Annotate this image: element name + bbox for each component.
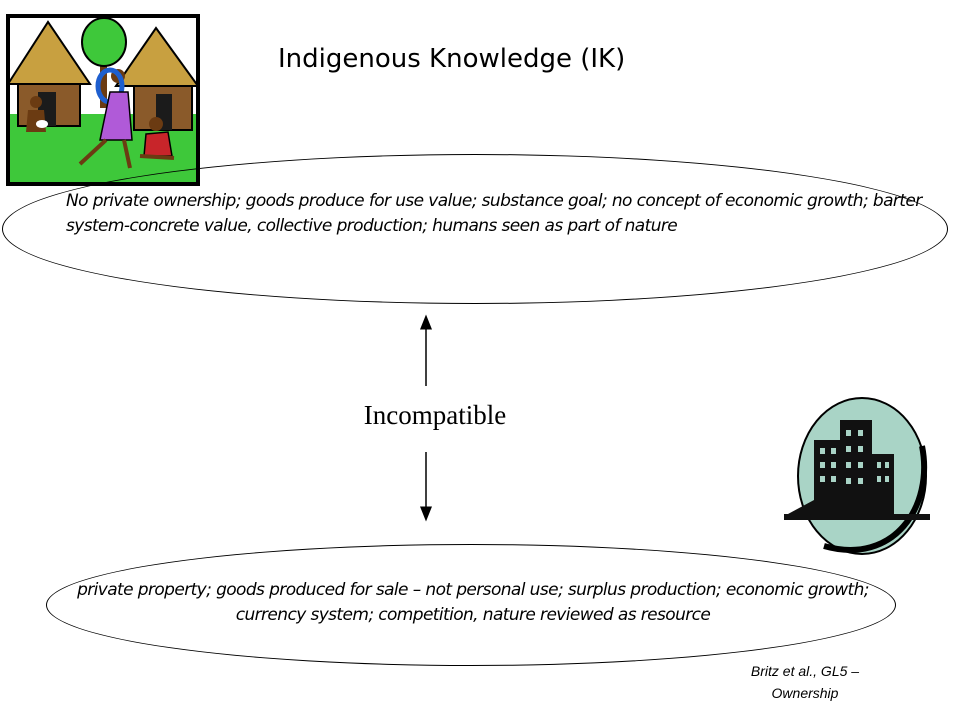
indigenous-knowledge-description: No private ownership; goods produce for … (66, 191, 922, 236)
city-skyline-clipart-icon (784, 397, 930, 555)
western-ownership-description: private property; goods produced for sal… (77, 580, 869, 625)
page-title: Indigenous Knowledge (IK) (278, 44, 626, 74)
indigenous-knowledge-ellipse (2, 154, 948, 304)
incompatible-label: Incompatible (363, 400, 507, 430)
citation-footnote: Britz et al., GL5 – Ownership (750, 663, 860, 701)
village-hut-clipart-icon (6, 14, 200, 186)
western-ownership-ellipse (46, 544, 896, 666)
